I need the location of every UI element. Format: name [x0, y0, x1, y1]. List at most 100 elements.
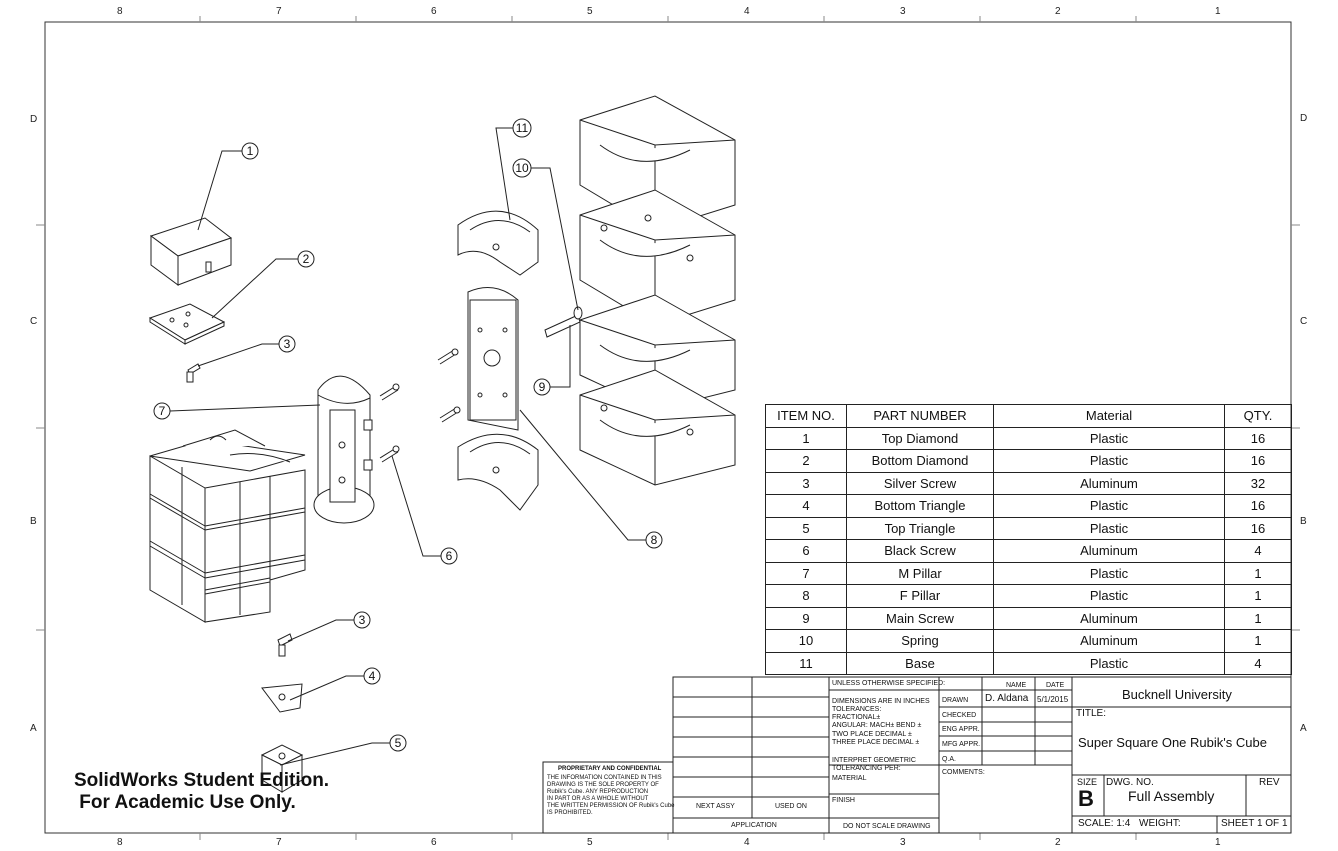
watermark-line-2: For Academic Use Only.	[74, 792, 296, 813]
balloon-10-label: 10	[515, 161, 529, 175]
zone-top-2: 2	[1055, 6, 1061, 17]
bom-qty: 16	[1224, 426, 1292, 450]
tb-prop-line-2: DRAWING IS THE SOLE PROPERTY OF	[547, 782, 659, 788]
tb-name-header: NAME	[1006, 682, 1027, 689]
tb-date-header: DATE	[1046, 682, 1065, 689]
balloon-6	[440, 547, 458, 565]
zone-top-7: 7	[276, 6, 282, 17]
tb-size-label: SIZE	[1077, 777, 1098, 787]
part-bottom-diamond	[148, 303, 226, 345]
bom-part-number: Top Triangle	[846, 516, 994, 540]
part-m-pillar	[313, 375, 375, 524]
balloon-2-label: 2	[303, 252, 310, 266]
tb-application: APPLICATION	[731, 822, 777, 829]
balloon-2	[297, 250, 315, 268]
balloon-5-label: 5	[395, 736, 402, 750]
tb-weight: WEIGHT:	[1139, 818, 1181, 829]
balloon-8-label: 8	[651, 533, 658, 547]
tb-comments: COMMENTS:	[942, 769, 985, 776]
tb-checked: CHECKED	[942, 712, 977, 719]
balloon-7-label: 7	[159, 404, 166, 418]
bom-header-item: ITEM NO.	[765, 404, 847, 428]
tb-drawn-name: D. Aldana	[985, 693, 1029, 704]
part-top-triangle-4	[579, 369, 736, 486]
part-silver-screw-top	[186, 363, 201, 383]
balloon-8	[645, 531, 663, 549]
tb-prop-line-3: Rubik's Cube. ANY REPRODUCTION	[547, 789, 649, 795]
balloon-1-label: 1	[247, 144, 254, 158]
balloon-10	[512, 158, 532, 178]
leader-lines	[169, 127, 646, 766]
zone-right-d: D	[1300, 113, 1308, 124]
tb-unless-specified: UNLESS OTHERWISE SPECIFIED:	[832, 680, 946, 687]
tb-dims-3: FRACTIONAL±	[832, 714, 881, 721]
balloon-6-label: 6	[446, 549, 453, 563]
balloon-3a-label: 3	[284, 337, 291, 351]
zone-left-d: D	[30, 114, 38, 125]
zone-left-a: A	[30, 723, 37, 734]
tb-prop-line-6: IS PROHIBITED.	[547, 810, 593, 816]
tb-dims-6: THREE PLACE DECIMAL ±	[832, 739, 920, 746]
part-silver-screw-bottom	[277, 633, 293, 657]
zone-bottom-5: 5	[587, 837, 593, 848]
bom-part-number: Base	[846, 651, 994, 675]
tb-prop-line-5: THE WRITTEN PERMISSION OF Rubik's Cube	[547, 803, 675, 809]
zone-top-4: 4	[744, 6, 750, 17]
bom-qty: 32	[1224, 471, 1292, 495]
bom-material: Plastic	[993, 651, 1225, 675]
tb-prop-line-4: IN PART OR AS A WHOLE WITHOUT	[547, 796, 649, 802]
tb-dims-5: TWO PLACE DECIMAL ±	[832, 731, 912, 738]
part-bottom-triangle	[261, 683, 303, 713]
part-f-pillar	[467, 287, 519, 431]
balloon-4-label: 4	[369, 669, 376, 683]
tb-title: Super Square One Rubik's Cube	[1078, 735, 1267, 750]
tb-dwg-label: DWG. NO.	[1106, 777, 1154, 788]
bom-part-number: Bottom Triangle	[846, 494, 994, 518]
zone-left-b: B	[30, 516, 37, 527]
tb-size: B	[1078, 786, 1094, 811]
balloon-1	[241, 142, 259, 160]
balloon-3b-label: 3	[359, 613, 366, 627]
part-top-diamond	[149, 217, 233, 286]
tb-interp-2: TOLERANCING PER:	[832, 765, 901, 772]
balloon-5	[389, 734, 407, 752]
part-top-triangle-1	[579, 95, 736, 231]
balloon-7	[153, 402, 171, 420]
zone-bottom-6: 6	[431, 837, 437, 848]
bom-part-number: Bottom Diamond	[846, 449, 994, 473]
tb-finish: FINISH	[832, 797, 855, 804]
bom-part-number: Spring	[846, 629, 994, 653]
tb-next-assy: NEXT ASSY	[696, 803, 735, 810]
zone-top-6: 6	[431, 6, 437, 17]
tb-rev-label: REV	[1259, 777, 1280, 788]
tb-dims-2: TOLERANCES:	[832, 706, 882, 713]
bom-qty: 16	[1224, 494, 1292, 518]
tb-no-scale: DO NOT SCALE DRAWING	[843, 823, 931, 830]
part-main-screw	[544, 306, 583, 338]
part-top-triangle-2	[579, 189, 736, 326]
zone-right-b: B	[1300, 516, 1307, 527]
zone-bottom-3: 3	[900, 837, 906, 848]
part-top-triangle-small	[260, 744, 304, 793]
tb-used-on: USED ON	[775, 803, 807, 810]
balloon-3b	[353, 611, 371, 629]
tb-eng-appr: ENG APPR.	[942, 726, 980, 733]
zone-bottom-1: 1	[1215, 837, 1221, 848]
bom-material: Plastic	[993, 516, 1225, 540]
zone-top-3: 3	[900, 6, 906, 17]
tb-sheet: SHEET 1 OF 1	[1221, 818, 1288, 829]
balloon-3a	[278, 335, 296, 353]
zone-bottom-4: 4	[744, 837, 750, 848]
part-base-top	[457, 210, 539, 276]
bom-part-number: Silver Screw	[846, 471, 994, 495]
part-top-triangle-3	[579, 294, 736, 411]
tb-material: MATERIAL	[832, 775, 867, 782]
